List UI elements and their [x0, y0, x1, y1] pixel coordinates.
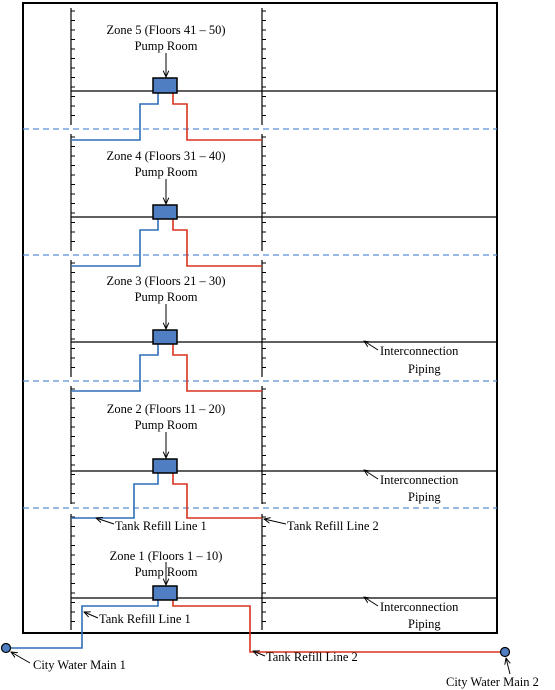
zone-3-title: Zone 3 (Floors 21 – 30): [106, 274, 225, 288]
label-arrows: [11, 53, 510, 675]
tank-refill-line-2-lower-label: Tank Refill Line 2: [266, 650, 358, 664]
building-outline: [22, 2, 498, 634]
pumps: [152, 77, 178, 601]
pump-icon: [152, 204, 178, 220]
city-main-1-pipe: [6, 600, 159, 649]
pump-icon: [152, 329, 178, 345]
zone-labels: Zone 5 (Floors 41 – 50) Pump Room Zone 4…: [106, 23, 225, 579]
zone-2-title: Zone 2 (Floors 11 – 20): [107, 402, 226, 416]
zone-3-room-label: Pump Room: [135, 290, 198, 304]
refill-line-2-pipe: [172, 344, 262, 392]
pump-room-floors: [71, 90, 497, 599]
pump-icon: [152, 585, 178, 601]
interconnection-arrow: [364, 341, 379, 351]
city-main-1-node-icon: [0, 642, 12, 654]
zone-2-room-label: Pump Room: [135, 418, 198, 432]
pump-icon: [152, 77, 178, 94]
refill-line-2-pipe: [172, 219, 262, 267]
zone-separators: [23, 128, 497, 509]
zone-5-title: Zone 5 (Floors 41 – 50): [106, 23, 225, 37]
interconnection-label: Interconnection: [380, 473, 459, 487]
refill-line-2-pipe: [172, 473, 262, 519]
tank-refill-1-lower-arrow: [84, 612, 99, 619]
refill-piping: [6, 93, 505, 653]
zone-5-room-label: Pump Room: [135, 39, 198, 53]
city-water-main-1-label: City Water Main 1: [33, 658, 126, 672]
interconnection-label: Interconnection: [380, 600, 459, 614]
interconnection-labels: Interconnection Piping Interconnection P…: [380, 344, 459, 631]
interconnection-piping-label: Piping: [408, 362, 441, 376]
city-main-2-node-icon: [499, 646, 511, 658]
refill-line-1-pipe: [71, 344, 159, 392]
interconnection-piping-label: Piping: [408, 490, 441, 504]
refill-line-1-pipe: [71, 473, 159, 519]
tank-refill-2-lower-arrow: [253, 651, 266, 657]
tank-refill-line-2-label: Tank Refill Line 2: [287, 519, 379, 533]
pump-icon: [152, 458, 178, 474]
interconnection-arrow: [364, 597, 379, 607]
interconnection-arrow: [364, 470, 379, 480]
interconnection-label: Interconnection: [380, 344, 459, 358]
supply-labels: Tank Refill Line 1 Tank Refill Line 2 Ta…: [33, 519, 539, 689]
city-main-2-arrow: [506, 658, 510, 675]
refill-line-1-pipe: [71, 219, 159, 267]
refill-line-2-pipe: [172, 93, 262, 141]
tank-refill-2-arrow: [264, 519, 287, 525]
city-main-1-arrow: [11, 652, 31, 664]
refill-line-1-pipe: [71, 93, 159, 141]
zone-1-title: Zone 1 (Floors 1 – 10): [110, 549, 223, 563]
interconnection-piping-label: Piping: [408, 617, 441, 631]
city-main-2-pipe: [172, 600, 505, 653]
tank-refill-line-1-lower-label: Tank Refill Line 1: [99, 612, 191, 626]
tank-refill-1-arrow: [96, 518, 115, 525]
tank-refill-line-1-label: Tank Refill Line 1: [115, 519, 207, 533]
zone-4-room-label: Pump Room: [135, 165, 198, 179]
city-water-main-2-label: City Water Main 2: [446, 675, 539, 689]
zone-1-room-label: Pump Room: [135, 565, 198, 579]
riser-columns: [70, 8, 266, 630]
zone-4-title: Zone 4 (Floors 31 – 40): [106, 149, 225, 163]
